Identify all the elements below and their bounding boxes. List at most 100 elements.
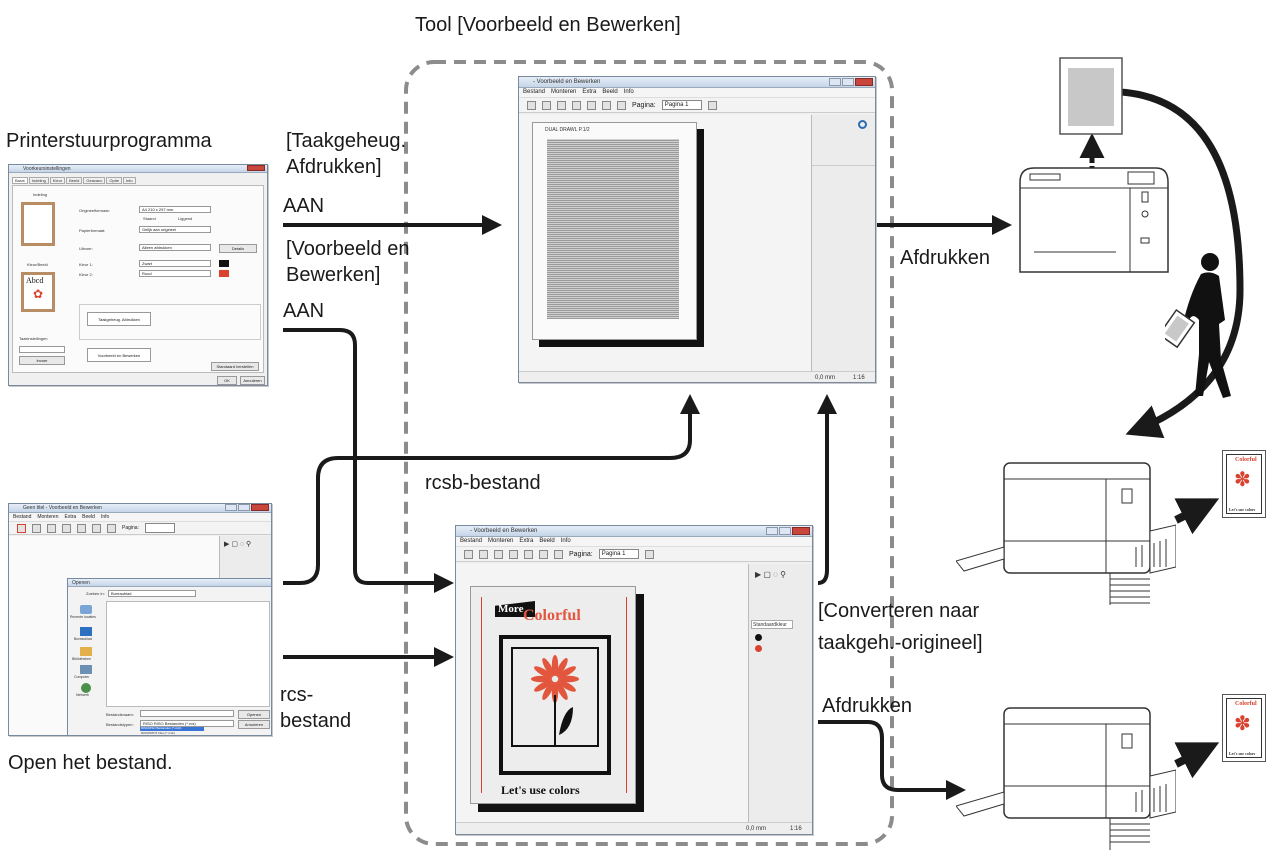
color-black-icon[interactable] xyxy=(755,634,762,641)
redo-icon[interactable] xyxy=(92,523,101,533)
layout-icon[interactable] xyxy=(572,100,581,110)
menu-file[interactable]: Bestand xyxy=(13,514,32,520)
menu-mount[interactable]: Monteren xyxy=(37,514,59,520)
menu-extra[interactable]: Extra xyxy=(519,538,534,544)
tab-layout[interactable]: Indeling xyxy=(28,177,49,184)
color-icon[interactable] xyxy=(107,523,116,533)
preview-edit-label: [Voorbeeld en Bewerken] xyxy=(286,238,410,286)
output-select[interactable]: Alleen afdrukken xyxy=(139,244,211,251)
menu-file[interactable]: Bestand xyxy=(460,538,483,544)
ok-button[interactable]: OK xyxy=(217,376,237,385)
maximize-button[interactable] xyxy=(779,527,791,535)
menu-info[interactable]: Info xyxy=(100,514,110,520)
menu-view[interactable]: Beeld xyxy=(602,89,618,95)
redo-icon[interactable] xyxy=(602,100,611,110)
filetype-option-selected[interactable] xyxy=(140,727,204,731)
undo-icon[interactable] xyxy=(77,523,86,533)
open-icon[interactable] xyxy=(464,549,473,559)
filetype-option-2[interactable]: RISORISO Bestanden (*.rcsb) xyxy=(141,726,182,730)
title-bar: - Voorbeeld en Bewerken xyxy=(456,526,812,537)
file-list[interactable] xyxy=(106,601,270,707)
menu-info[interactable]: Info xyxy=(560,538,571,544)
tab-image[interactable]: Beeld xyxy=(66,177,83,184)
filetype-option-3[interactable]: RISOPRINT Files (*.rcsb) xyxy=(141,731,175,735)
status-bar: 0,0 mm 1:16 xyxy=(456,822,812,834)
menu-file[interactable]: Bestand xyxy=(523,89,546,95)
tab-info[interactable]: Info xyxy=(122,177,136,184)
print-icon[interactable] xyxy=(494,549,503,559)
help-icon[interactable] xyxy=(644,549,654,559)
print-icon[interactable] xyxy=(47,523,56,533)
menu-extra[interactable]: Extra xyxy=(64,514,77,520)
color2-select[interactable]: Rood xyxy=(139,270,211,277)
maximize-button[interactable] xyxy=(842,78,854,86)
close-button[interactable] xyxy=(792,527,810,535)
undo-icon[interactable] xyxy=(587,100,596,110)
tab-color[interactable]: Kleur xyxy=(49,177,66,184)
place-libraries[interactable]: Bibliotheken xyxy=(72,657,92,661)
tab-basis[interactable]: Basis xyxy=(12,177,28,184)
minimize-button[interactable] xyxy=(766,527,778,535)
portrait-radio[interactable]: Staand xyxy=(143,216,156,221)
page-select[interactable] xyxy=(144,523,175,533)
color-icon[interactable] xyxy=(617,100,626,110)
details-button[interactable]: Details xyxy=(219,244,257,253)
place-desktop[interactable]: Bureaublad xyxy=(74,637,92,641)
save-icon[interactable] xyxy=(32,523,41,533)
job-memory-checkbox[interactable]: Taakgeheug. Afdrukken xyxy=(87,312,151,326)
open-icon[interactable] xyxy=(17,523,26,533)
save-icon[interactable] xyxy=(479,549,488,559)
register-button[interactable]: Invoer xyxy=(19,356,65,365)
restore-defaults-button[interactable]: Standaard herstellen xyxy=(211,362,259,371)
minimize-button[interactable] xyxy=(829,78,841,86)
help-icon[interactable] xyxy=(707,100,717,110)
undo-icon[interactable] xyxy=(524,549,533,559)
save-icon[interactable] xyxy=(542,100,551,110)
menu-mount[interactable]: Monteren xyxy=(551,89,577,95)
tab-standard-color[interactable]: Standaardkleur xyxy=(751,620,793,629)
preview-edit-checkbox[interactable]: Voorbeeld en Bewerken xyxy=(87,348,151,362)
tool-icons[interactable]: ▶ ▢ ◌ ⚲ xyxy=(224,541,252,548)
open-icon[interactable] xyxy=(527,100,536,110)
place-recent[interactable]: Recente locaties xyxy=(70,615,96,619)
look-in-select[interactable]: Bureaublad xyxy=(108,590,196,597)
menu-view[interactable]: Beeld xyxy=(82,514,95,520)
cancel-button[interactable]: Annuleren xyxy=(238,720,270,729)
page-preview: DUAL DRAWL P.1/2 xyxy=(532,122,697,340)
mini-flyer-2: Colorful ✽ Let's use colors xyxy=(1222,694,1266,762)
tool-icons[interactable]: ▶ ▢ ◌ ⚲ xyxy=(755,570,786,579)
menu-info[interactable]: Info xyxy=(623,89,634,95)
maximize-button[interactable] xyxy=(238,504,250,511)
menu-view[interactable]: Beeld xyxy=(539,538,555,544)
minimize-button[interactable] xyxy=(225,504,237,511)
layout-icon[interactable] xyxy=(509,549,518,559)
filename-input[interactable] xyxy=(140,710,234,717)
mini-flower-icon: ✽ xyxy=(1234,713,1251,735)
look-in-label: Zoeken in: xyxy=(86,591,105,596)
menu-mount[interactable]: Monteren xyxy=(488,538,514,544)
color-red-icon[interactable] xyxy=(755,645,762,652)
zoom-icon[interactable] xyxy=(858,120,867,129)
place-network[interactable]: Netwerk xyxy=(76,693,89,697)
job-settings-select[interactable] xyxy=(19,346,65,353)
paper-format-select[interactable]: Gelijk aan origineel xyxy=(139,226,211,233)
page-select[interactable]: Pagina 1 xyxy=(661,100,702,110)
close-button[interactable] xyxy=(855,78,873,86)
cancel-button[interactable]: Annuleren xyxy=(240,376,265,385)
redo-icon[interactable] xyxy=(539,549,548,559)
filetype-select[interactable]: RISO RISO Bestanden (*.rcs) xyxy=(140,720,234,727)
color-icon[interactable] xyxy=(554,549,563,559)
place-computer[interactable]: Computer xyxy=(74,675,90,679)
color1-select[interactable]: Zwart xyxy=(139,260,211,267)
original-format-select[interactable]: A4 210 x 297 mm xyxy=(139,206,211,213)
landscape-radio[interactable]: Liggend xyxy=(178,216,193,221)
tab-advanced[interactable]: Geavanc xyxy=(83,177,106,184)
close-button[interactable] xyxy=(247,165,265,171)
tab-option[interactable]: Optie xyxy=(106,177,122,184)
print-icon[interactable] xyxy=(557,100,566,110)
menu-extra[interactable]: Extra xyxy=(582,89,597,95)
close-button[interactable] xyxy=(251,504,269,511)
open-button[interactable]: Openen xyxy=(238,710,270,719)
page-select[interactable]: Pagina 1 xyxy=(598,549,639,559)
layout-icon[interactable] xyxy=(62,523,71,533)
